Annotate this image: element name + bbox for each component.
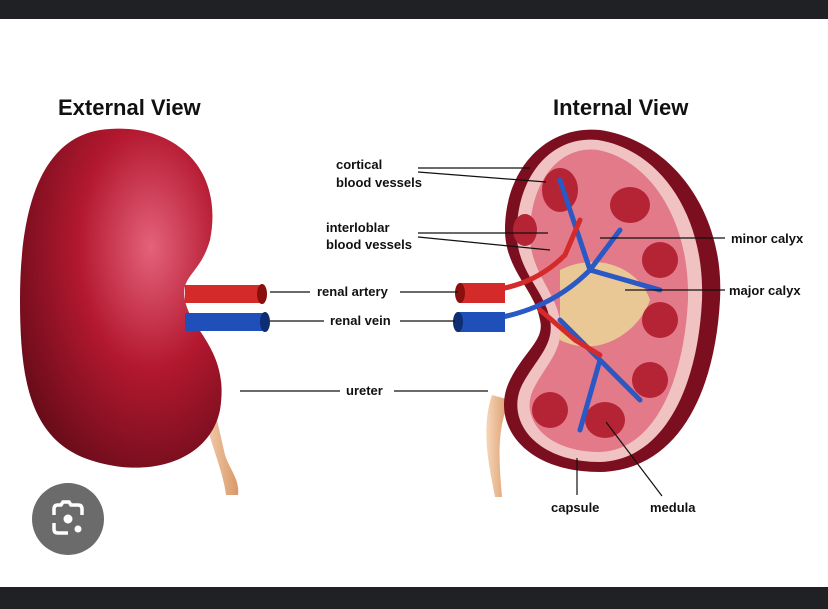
label-renal-vein: renal vein [330,313,391,328]
leader-lines [240,167,725,497]
label-interlobar: interloblar [326,220,390,235]
label-cortical: cortical [336,157,382,172]
label-renal-artery: renal artery [317,284,389,299]
google-lens-icon [52,500,84,535]
label-ureter: ureter [346,383,383,398]
internal-view-title: Internal View [553,95,689,120]
label-medula: medula [650,500,696,515]
external-kidney [20,128,270,495]
renal-artery-external [185,285,262,303]
external-view-title: External View [58,95,202,120]
label-major-calyx: major calyx [729,283,801,298]
label-interlobar-blood-vessels: blood vessels [326,237,412,252]
kidney-diagram: External View Internal View [20,95,804,515]
labels: cortical blood vessels interloblar blood… [317,157,804,515]
label-minor-calyx: minor calyx [731,231,804,246]
viewer-bottom-bar [0,587,828,609]
label-capsule: capsule [551,500,599,515]
label-cortical-blood-vessels: blood vessels [336,175,422,190]
internal-kidney [453,129,721,497]
renal-vein-external [185,313,265,331]
google-lens-button[interactable] [32,483,104,555]
viewer-top-bar [0,0,828,19]
